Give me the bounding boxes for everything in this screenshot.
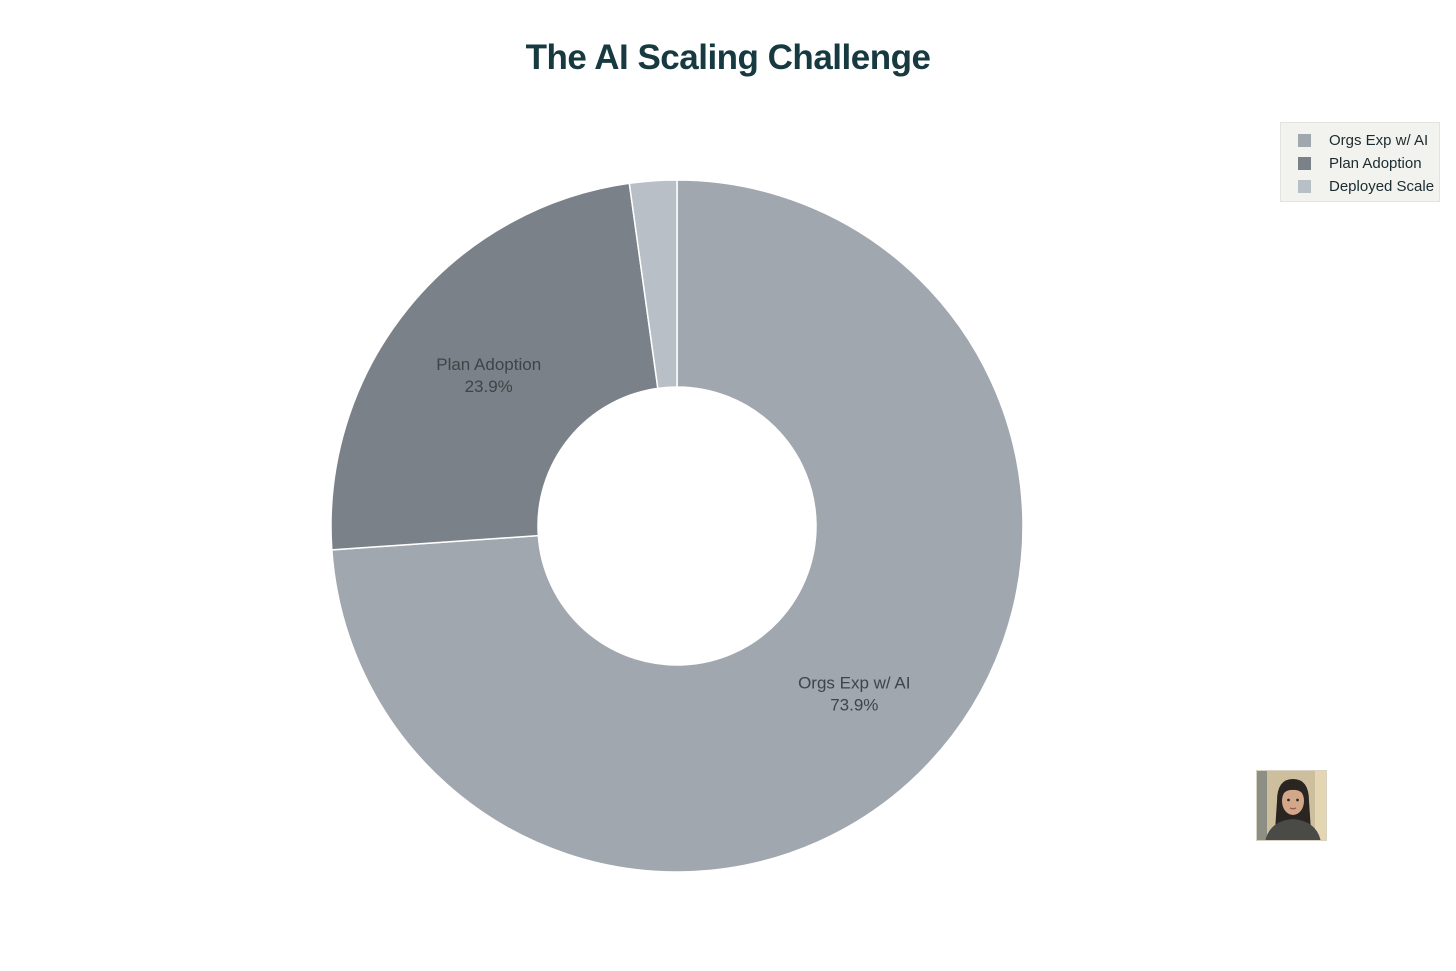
legend-item[interactable]: Orgs Exp w/ AI: [1281, 129, 1439, 152]
slice-category-label: Orgs Exp w/ AI: [798, 673, 910, 692]
chart-title: The AI Scaling Challenge: [525, 38, 931, 77]
chart-legend: Orgs Exp w/ AI Plan Adoption Deployed Sc…: [1280, 122, 1440, 202]
legend-swatch: [1298, 134, 1311, 147]
legend-label: Plan Adoption: [1329, 155, 1422, 172]
avatar: [1256, 770, 1327, 841]
person-portrait-icon: [1257, 771, 1326, 840]
legend-label: Orgs Exp w/ AI: [1329, 132, 1429, 149]
donut-slice[interactable]: [330, 182, 659, 551]
legend-item[interactable]: Deployed Scale: [1281, 175, 1439, 198]
donut-slice[interactable]: [628, 179, 678, 390]
donut-slice[interactable]: [331, 179, 1024, 873]
slice-value-label: 73.9%: [830, 695, 878, 714]
legend-swatch: [1298, 180, 1311, 193]
legend-swatch: [1298, 157, 1311, 170]
legend-label: Deployed Scale: [1329, 178, 1435, 195]
slice-category-label: Plan Adoption: [436, 355, 541, 374]
slice-value-label: 23.9%: [465, 377, 513, 396]
legend-item[interactable]: Plan Adoption: [1281, 152, 1439, 175]
